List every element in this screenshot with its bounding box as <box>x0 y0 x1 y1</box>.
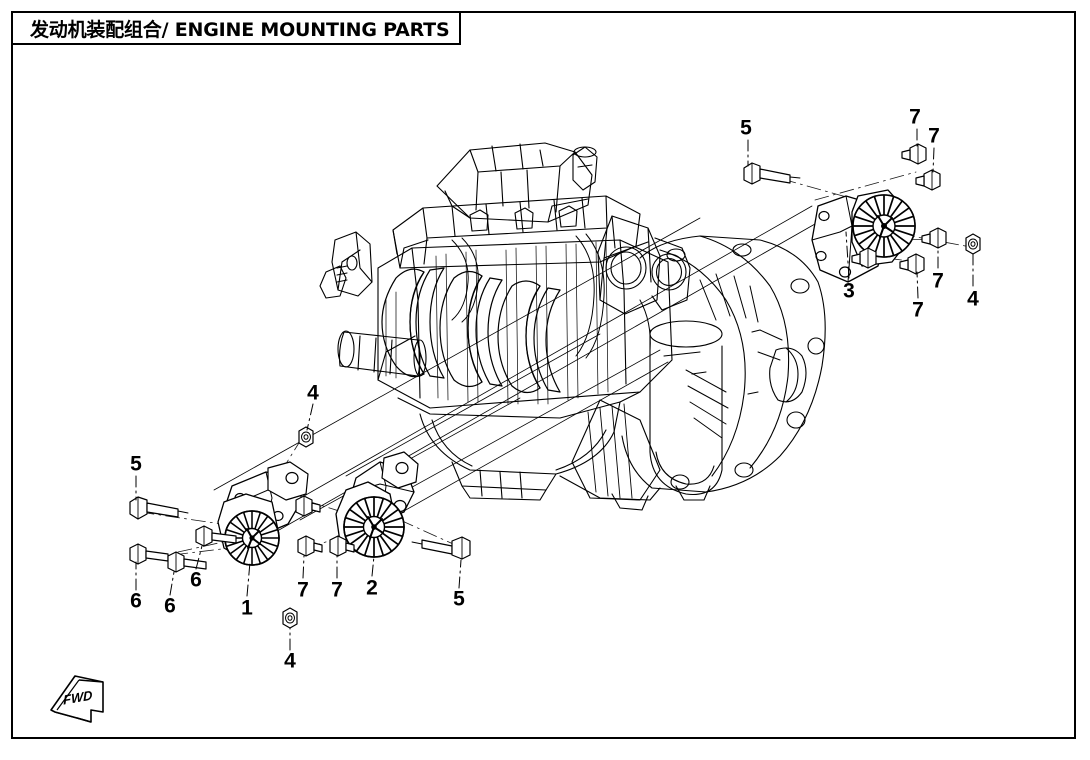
callout-7-low-a: 7 <box>297 578 309 602</box>
diagram-title-box: 发动机装配组合/ ENGINE MOUNTING PARTS <box>11 11 461 45</box>
callout-2: 2 <box>366 576 378 600</box>
callout-5-lowleft: 5 <box>130 452 142 476</box>
callout-leader-lines <box>135 128 974 651</box>
part-7-flange-bolt-tr-b <box>915 169 941 191</box>
callout-6-c: 6 <box>190 568 202 592</box>
part-7-flange-bolt-l-a <box>295 495 321 517</box>
part-5-long-hex-bolt-topright <box>743 162 801 185</box>
engine-assembly <box>319 142 826 511</box>
part-2-engine-mount-isolator-front <box>335 451 419 558</box>
part-1-engine-mount-bracket-left <box>217 461 309 566</box>
fwd-arrow-icon <box>50 675 104 723</box>
callout-7-right-b: 7 <box>912 298 924 322</box>
callout-4-bottom: 4 <box>284 649 296 673</box>
part-5-long-hex-bolt-bottom <box>411 536 471 560</box>
callout-7-topright-a: 7 <box>909 105 921 129</box>
part-4-lock-nut-bottom <box>282 607 298 629</box>
part-7-flange-bolt-l-b <box>297 535 323 557</box>
part-7-flange-bolt-r-b <box>899 253 925 275</box>
callout-1: 1 <box>241 596 253 620</box>
page-border <box>11 11 1076 739</box>
part-7-flange-bolt-bottomright <box>851 247 877 269</box>
part-6-short-hex-bolt-c <box>195 525 237 547</box>
callout-7-topright-b: 7 <box>928 124 940 148</box>
callout-5-bottom: 5 <box>453 587 465 611</box>
part-5-long-hex-bolt-lowerleft <box>129 496 189 520</box>
part-7-flange-bolt-r-a <box>921 227 947 249</box>
callout-7-right-a: 7 <box>932 269 944 293</box>
page-title: 发动机装配组合/ ENGINE MOUNTING PARTS <box>30 18 450 41</box>
callout-4-right: 4 <box>967 287 979 311</box>
callout-5-left: 5 <box>740 116 752 140</box>
part-7-flange-bolt-l-c <box>329 535 355 557</box>
callout-3: 3 <box>843 279 855 303</box>
part-6-short-hex-bolt-a <box>129 543 169 565</box>
callout-6-b: 6 <box>164 594 176 618</box>
part-4-lock-nut-right <box>965 233 981 255</box>
callout-7-low-b: 7 <box>331 578 343 602</box>
callout-4-mid: 4 <box>307 381 319 405</box>
part-7-flange-bolt-tr-a <box>901 143 927 165</box>
part-6-short-hex-bolt-b <box>167 551 207 573</box>
callout-6-a: 6 <box>130 589 142 613</box>
part-4-lock-nut-mid <box>298 426 314 448</box>
